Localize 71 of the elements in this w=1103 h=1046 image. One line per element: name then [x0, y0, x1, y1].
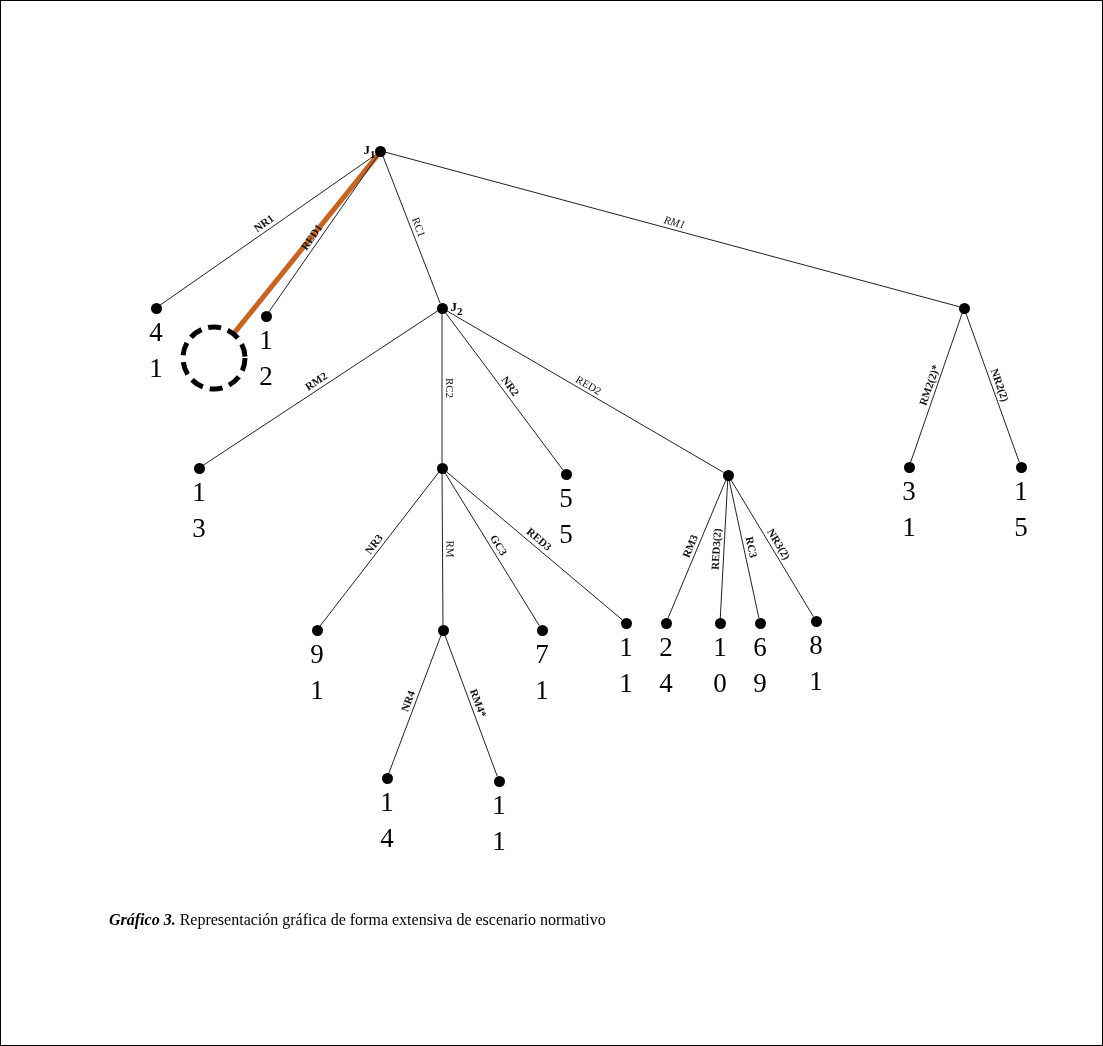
- branch-line: [444, 311, 564, 471]
- payoff-value: 1: [259, 323, 273, 357]
- figure-caption: Gráfico 3. Representación gráfica de forma extensiva de escenario normativo: [109, 911, 606, 929]
- edge-label: NR4: [398, 689, 418, 714]
- branch-line: [910, 312, 963, 463]
- branch-line: [441, 312, 443, 464]
- edge-label: RC1: [409, 215, 429, 239]
- edge-label: RM4*: [467, 686, 490, 719]
- decision-node-dot: [958, 302, 970, 314]
- payoff-value: 1: [492, 824, 506, 858]
- branch-line: [382, 155, 441, 304]
- payoff-value: 1: [619, 630, 633, 664]
- branch-line: [445, 310, 725, 473]
- edge-label: RM1: [662, 213, 687, 231]
- payoff-value: 1: [192, 475, 206, 509]
- branch-line: [730, 478, 814, 618]
- branch-line: [728, 479, 760, 619]
- payoff-value: 7: [535, 637, 549, 671]
- payoff-value: 1: [1014, 474, 1028, 508]
- payoff-value: 3: [902, 474, 916, 508]
- payoff-value: 4: [149, 315, 163, 349]
- payoff-value: 1: [492, 788, 506, 822]
- payoff-value: 4: [659, 666, 673, 700]
- payoff-value: 5: [1014, 510, 1028, 544]
- payoff-value: 9: [310, 637, 324, 671]
- payoff-value: 1: [902, 510, 916, 544]
- edge-label: RC2: [444, 377, 457, 399]
- edge-label: NR2(2): [988, 366, 1012, 403]
- edge-label: NR1: [251, 211, 277, 234]
- payoff-value: 6: [753, 630, 767, 664]
- branch-line: [385, 151, 960, 308]
- branch-line: [268, 154, 379, 313]
- payoff-value: 1: [149, 351, 163, 385]
- branch-line: [388, 634, 442, 774]
- edge-label: RM: [444, 540, 457, 558]
- payoff-value: 3: [192, 511, 206, 545]
- branch-line: [965, 312, 1020, 463]
- branch-line: [444, 471, 540, 627]
- branch-line: [319, 471, 440, 627]
- decision-node-dot: [722, 469, 734, 481]
- player-label: J$_{2}$: [450, 300, 463, 318]
- payoff-value: 5: [559, 517, 573, 551]
- edge-label: RM3: [679, 532, 700, 560]
- branch-line: [441, 472, 444, 626]
- payoff-value: 8: [809, 628, 823, 662]
- branch-line: [719, 479, 729, 619]
- payoff-value: 4: [380, 821, 394, 855]
- branch-line: [202, 310, 439, 466]
- payoff-value: 9: [753, 666, 767, 700]
- payoff-value: 1: [380, 785, 394, 819]
- decision-node-dot: [437, 624, 449, 636]
- payoff-value: 5: [559, 481, 573, 515]
- highlighted-line: [232, 153, 380, 334]
- payoff-value: 1: [713, 630, 727, 664]
- payoff-value: 0: [713, 666, 727, 700]
- payoff-value: 1: [809, 664, 823, 698]
- decision-node-dot: [436, 462, 448, 474]
- edge-label: RED3(2): [708, 527, 723, 570]
- payoff-value: 1: [535, 673, 549, 707]
- player-label: J$_{1}$: [363, 143, 376, 161]
- tree-node: [436, 300, 463, 318]
- branch-line: [667, 479, 727, 619]
- dashed-circle: [180, 324, 248, 392]
- payoff-value: 2: [259, 359, 273, 393]
- branch-line: [445, 470, 623, 621]
- payoff-value: 1: [310, 673, 324, 707]
- branch-line: [444, 634, 498, 777]
- payoff-value: 1: [619, 666, 633, 700]
- tree-node: [363, 143, 387, 161]
- payoff-value: 2: [659, 630, 673, 664]
- edge-label: RC3: [743, 535, 761, 559]
